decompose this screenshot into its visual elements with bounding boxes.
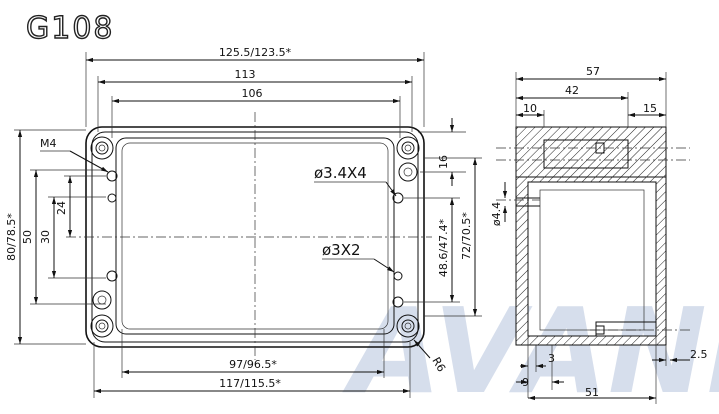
dim-overall-width: 125.5/123.5* [219,46,292,59]
front-view: 125.5/123.5* 113 106 97/96.5* 117/115.5* [5,46,482,398]
front-right-dimensions: 16 48.6/47.4* 72/70.5* [404,118,482,317]
dim-106: 106 [242,87,263,100]
side-lid-hollow [543,139,629,169]
front-left-dimensions: 80/78.5* 50 30 24 [5,129,106,345]
dim-117: 117/115.5* [219,377,281,390]
front-top-dimensions: 125.5/123.5* 113 106 [85,46,425,138]
dim-3: 3 [548,352,555,365]
dim-80: 80/78.5* [5,213,18,261]
dim-10: 10 [523,102,537,115]
callout-radius: R6 [429,355,448,374]
front-callouts: M4 ø3.4X4 ø3X2 R6 [40,137,448,374]
callout-holes-b: ø3X2 [322,241,361,259]
dim-15: 15 [643,102,657,115]
dim-44: ø4.4 [490,202,503,226]
mounting-holes [106,170,404,308]
side-body-cavity [527,181,657,337]
dim-30: 30 [39,230,52,244]
callout-m4: M4 [40,137,57,150]
dim-2-5: 2.5 [690,348,708,361]
side-lid-section [515,126,667,178]
dim-16: 16 [437,155,450,169]
dim-42: 42 [565,84,579,97]
side-top-dimensions: 57 42 10 15 [515,65,667,127]
dim-24: 24 [55,201,68,215]
callout-holes-a: ø3.4X4 [314,164,367,182]
side-bottom-dimensions: 3 9 51 2.5 [516,336,708,404]
dim-113: 113 [235,68,256,81]
dim-97: 97/96.5* [229,358,277,371]
corner-screw-holes [90,136,420,338]
dim-57: 57 [586,65,600,78]
side-left-dimensions: ø4.4 [490,182,508,226]
dim-50: 50 [21,230,34,244]
side-view: 57 42 10 15 ø4.4 3 9 [490,65,708,404]
dim-72: 72/70.5* [460,212,473,260]
dim-51: 51 [585,386,599,399]
dim-9: 9 [522,376,529,389]
model-title: G108 [26,11,115,46]
dim-48: 48.6/47.4* [437,218,450,277]
front-bottom-dimensions: 97/96.5* 117/115.5* [93,329,411,398]
